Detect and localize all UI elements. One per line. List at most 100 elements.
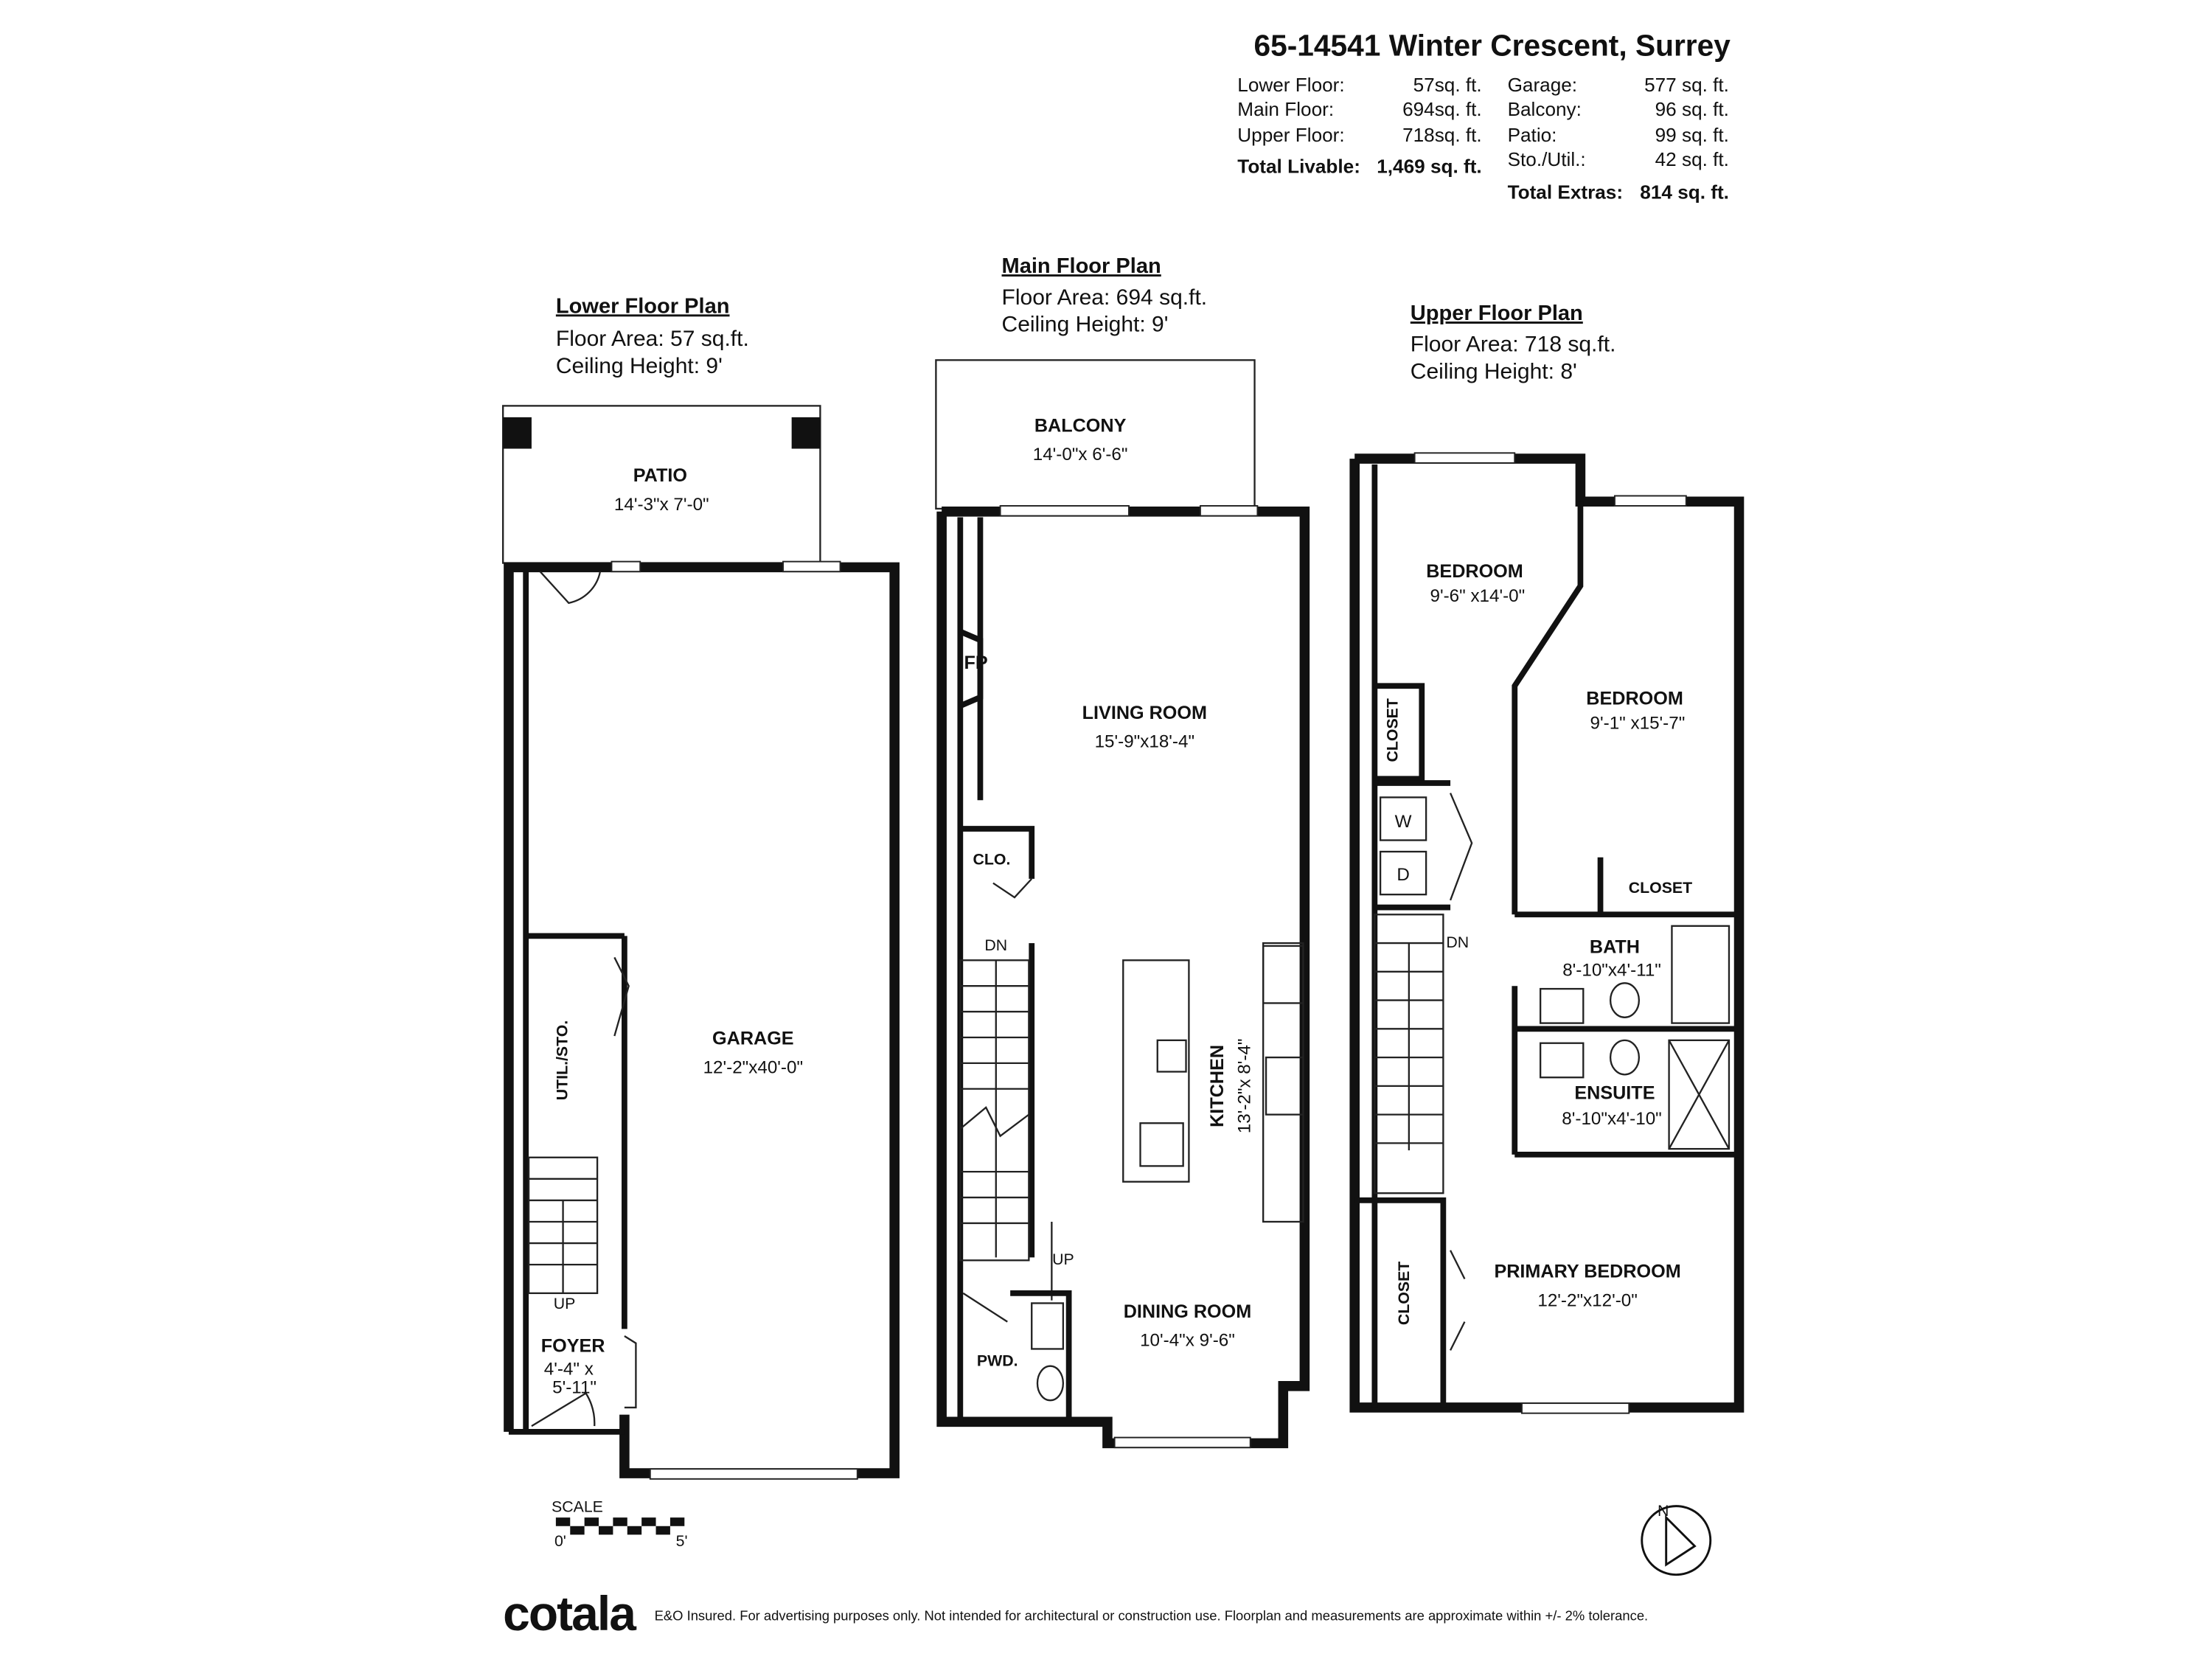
closet-wall (960, 826, 1035, 879)
plan-title: Main Floor Plan (1002, 254, 1161, 278)
room-label: CLO. (973, 850, 1011, 868)
washer-label: W (1395, 812, 1412, 832)
room-dimensions: 14'-0"x 6'-6" (1033, 445, 1128, 465)
scale-start: 0' (554, 1532, 566, 1550)
bathtub-icon (1671, 925, 1731, 1024)
door-swing (962, 1292, 1008, 1323)
fridge-icon (1262, 945, 1304, 1004)
cooktop-icon (1139, 1122, 1184, 1167)
plan-title: Upper Floor Plan (1411, 302, 1583, 325)
scale-label: SCALE (552, 1498, 603, 1515)
scale-bar: SCALE 0' 5' (552, 1498, 688, 1550)
stat-label: Main Floor: (1237, 98, 1334, 120)
main-floor-plan: BALCONY 14'-0"x 6'-6" FP LIVING ROOM 15'… (935, 359, 1310, 1449)
stair-label: UP (554, 1295, 576, 1312)
toilet-icon (1036, 1365, 1065, 1402)
bath-wall (1514, 911, 1739, 1158)
window (611, 560, 641, 573)
door (1450, 1250, 1466, 1351)
patio-post (503, 417, 532, 449)
room-dimensions: 13'-2"x 8'-4" (1235, 1038, 1255, 1133)
vanity-icon (1031, 1302, 1065, 1350)
room-dimensions: 9'-1" x15'-7" (1590, 713, 1686, 733)
stair-label: DN (984, 936, 1007, 954)
kitchen-counter (1262, 942, 1304, 1223)
room-label: CLOSET (1383, 698, 1401, 762)
room-dimensions: 15'-9"x18'-4" (1095, 732, 1195, 752)
stat-label: Balcony: (1508, 98, 1582, 120)
sink-icon (1539, 1042, 1585, 1079)
room-label: DINING ROOM (1124, 1301, 1252, 1322)
closet-wall (1354, 1197, 1447, 1408)
stat-value: 577 sq. ft. (1644, 74, 1729, 96)
bedroom-wall (1512, 501, 1584, 915)
exterior-wall (1349, 453, 1745, 1413)
range-icon (1265, 1056, 1304, 1116)
stat-value: 57sq. ft. (1413, 74, 1482, 96)
staircase (959, 959, 1030, 1262)
room-dimensions: 12'-2"x12'-0" (1537, 1290, 1638, 1310)
floor-area: Floor Area: 57 sq.ft. (556, 327, 749, 351)
toilet-icon (1609, 982, 1641, 1019)
floor-area: Floor Area: 694 sq.ft. (1002, 285, 1208, 310)
room-label: PATIO (633, 465, 687, 486)
sliding-door (999, 505, 1130, 517)
stat-value: 694sq. ft. (1402, 98, 1482, 120)
scale-end: 5' (676, 1532, 688, 1550)
room-label: KITCHEN (1207, 1045, 1228, 1127)
room-dimensions: 9'-6" x14'-0" (1430, 586, 1525, 606)
room-label: CLOSET (1629, 879, 1692, 897)
upper-floor-plan: BEDROOM 9'-6" x14'-0" BEDROOM 9'-1" x15'… (1349, 452, 1745, 1414)
ceiling-height: Ceiling Height: 8' (1411, 360, 1577, 384)
room-label: FOYER (541, 1335, 605, 1356)
stat-value: 42 sq. ft. (1655, 148, 1729, 170)
stat-value: 718sq. ft. (1402, 124, 1482, 146)
sink-icon (1539, 987, 1585, 1024)
room-label: FP (964, 653, 988, 673)
garage-door (649, 1468, 858, 1480)
door (624, 1335, 637, 1409)
stair-label: DN (1446, 933, 1469, 951)
door-swing (613, 956, 630, 1037)
room-label: CLOSET (1395, 1262, 1413, 1325)
room-label: BATH (1590, 937, 1640, 958)
north-label: N (1658, 1502, 1669, 1520)
room-label: UTIL./STO. (553, 1020, 571, 1100)
window (1613, 495, 1687, 507)
room-dimensions: 12'-2"x40'-0" (703, 1057, 803, 1077)
room-label: GARAGE (712, 1029, 794, 1049)
stat-label: Patio: (1508, 124, 1557, 146)
stat-label: Sto./Util.: (1508, 148, 1586, 170)
door-swing (531, 1391, 596, 1427)
room-dimensions: 10'-4"x 9'-6" (1140, 1331, 1235, 1351)
stat-label: Upper Floor: (1237, 124, 1344, 146)
patio-post (791, 417, 821, 449)
room-label: BEDROOM (1586, 688, 1683, 709)
closet-wall (1374, 683, 1425, 782)
stat-value: 96 sq. ft. (1655, 98, 1729, 120)
main-plan-heading: Main Floor Plan Floor Area: 694 sq.ft. C… (1002, 254, 1208, 336)
area-summary: Lower Floor: 57sq. ft. Main Floor: 694sq… (1237, 74, 1729, 203)
window (1520, 1402, 1630, 1414)
cotala-logo: cotala (503, 1586, 637, 1641)
door (1449, 793, 1473, 901)
total-livable-label: Total Livable: (1237, 155, 1360, 177)
dryer-icon (1379, 850, 1427, 896)
stair-label: UP (1052, 1251, 1074, 1268)
room-label: BEDROOM (1426, 561, 1523, 582)
room-dimensions: 8'-10"x4'-11" (1562, 961, 1661, 981)
room-dimensions: 5'-11" (552, 1378, 597, 1398)
toilet-icon (1609, 1039, 1641, 1076)
stat-label: Garage: (1508, 74, 1578, 96)
room-label: PRIMARY BEDROOM (1494, 1262, 1680, 1282)
total-extras-label: Total Extras: (1508, 181, 1624, 203)
upper-plan-heading: Upper Floor Plan Floor Area: 718 sq.ft. … (1411, 302, 1616, 383)
door-swing (539, 571, 602, 605)
fireplace (959, 629, 984, 709)
exterior-wall (504, 562, 900, 1478)
lower-plan-heading: Lower Floor Plan Floor Area: 57 sq.ft. C… (556, 294, 749, 378)
kitchen-island (1122, 959, 1190, 1183)
ceiling-height: Ceiling Height: 9' (556, 354, 723, 378)
total-livable-value: 1,469 sq. ft. (1377, 155, 1481, 177)
washer-icon (1379, 796, 1427, 841)
